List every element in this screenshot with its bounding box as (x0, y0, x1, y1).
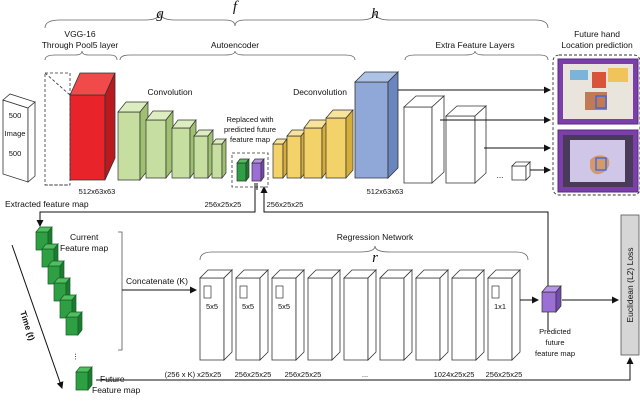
extra-feature-layers: ... (402, 95, 531, 184)
predicted-label-1: Predicted (539, 327, 571, 336)
conv-blocks: Convolution (117, 87, 227, 181)
future-fm-label-1: Future (100, 374, 125, 384)
replaced-label-1: Replaced with (226, 115, 273, 124)
regression-label: Regression Network (337, 232, 414, 242)
regression-brace (199, 245, 529, 261)
autoencoder-brace (119, 50, 356, 61)
greek-g: g (156, 6, 164, 22)
kernel-3: 5x5 (278, 302, 290, 311)
reg-layer-6 (379, 269, 413, 361)
time-stack: ... Current Feature map Future Feature m… (35, 226, 140, 395)
future-hand-label-2: Location prediction (561, 40, 633, 50)
greek-h: h (371, 6, 379, 22)
greek-f: f (233, 0, 239, 15)
kernel-2: 5x5 (242, 302, 254, 311)
image-width: 500 (9, 111, 22, 120)
current-label-2: Feature map (60, 243, 108, 253)
feedback-arrow (260, 186, 549, 330)
predicted-label-2: future (545, 338, 564, 347)
time-arrow (11, 244, 64, 389)
reg-dim-1: (256 x K) x25x25 (165, 370, 222, 379)
future-to-loss-arrow (96, 357, 634, 381)
reg-layer-2: 5x5 (235, 269, 269, 361)
loss-box: Euclidean (L2) Loss (620, 214, 640, 356)
image-label: Image (5, 129, 26, 138)
vgg-brace (44, 50, 118, 61)
replaced-label-3: feature map (230, 135, 270, 144)
dim-deconv: 512x63x63 (367, 187, 404, 196)
time-label: Time (t) (18, 310, 37, 342)
reg-layer-8 (451, 269, 485, 361)
reg-layer-3: 5x5 (271, 269, 305, 361)
reg-dim-2: 256x25x25 (235, 370, 272, 379)
autoencoder-label: Autoencoder (211, 40, 259, 50)
reg-dim-5: 1024x25x25 (434, 370, 475, 379)
reg-layer-5 (343, 269, 377, 361)
convolution-label: Convolution (148, 87, 193, 97)
extracted-arrow (36, 183, 256, 227)
reg-dim-3: 256x25x25 (285, 370, 322, 379)
reg-dim-4: ... (362, 370, 368, 379)
reg-layer-1: 5x5 (199, 269, 233, 361)
replaced-label-2: predicted future (224, 125, 276, 134)
dim-pred: 256x25x25 (267, 200, 304, 209)
deconv-blocks: Deconvolution (272, 87, 354, 180)
greek-r: r (372, 250, 378, 266)
vgg-label-1: VGG-16 (64, 29, 95, 39)
future-hand-label-1: Future hand (574, 29, 620, 39)
future-fm-label-2: Feature map (92, 385, 140, 395)
concat-bracket (118, 231, 123, 351)
kernel-1: 5x5 (206, 302, 218, 311)
prediction-panel (552, 54, 640, 196)
extracted-label: Extracted feature map (5, 199, 89, 209)
vgg-block: 512x63x63 (44, 72, 116, 196)
bottleneck: Replaced with predicted future feature m… (205, 115, 304, 209)
kernel-4: 1x1 (494, 302, 506, 311)
dim-vgg: 512x63x63 (79, 187, 116, 196)
vgg-label-2: Through Pool5 layer (42, 40, 119, 50)
extra-dots: ... (496, 170, 503, 180)
dim-bottleneck: 256x25x25 (205, 200, 242, 209)
time-dots: ... (73, 353, 83, 360)
extra-brace (404, 50, 549, 61)
image-height: 500 (9, 149, 22, 158)
concatenate-label: Concatenate (K) (126, 276, 188, 286)
current-label-1: Current (70, 232, 99, 242)
input-image: 500 Image 500 (2, 93, 36, 183)
regression-layers: 5x5 5x5 5x5 (199, 269, 521, 361)
predicted-feature-map: Predicted future feature map (535, 285, 575, 358)
extra-layers-label: Extra Feature Layers (435, 40, 514, 50)
reg-layer-4 (307, 269, 341, 361)
predicted-label-3: feature map (535, 349, 575, 358)
top-braces: g f h (44, 0, 549, 29)
reg-layer-7 (415, 269, 449, 361)
deconvolution-label: Deconvolution (293, 87, 347, 97)
reg-dim-6: 256x25x25 (486, 370, 523, 379)
reg-layer-9: 1x1 (487, 269, 521, 361)
loss-label: Euclidean (L2) Loss (625, 247, 635, 322)
deconv-output-block: 512x63x63 (354, 71, 404, 196)
